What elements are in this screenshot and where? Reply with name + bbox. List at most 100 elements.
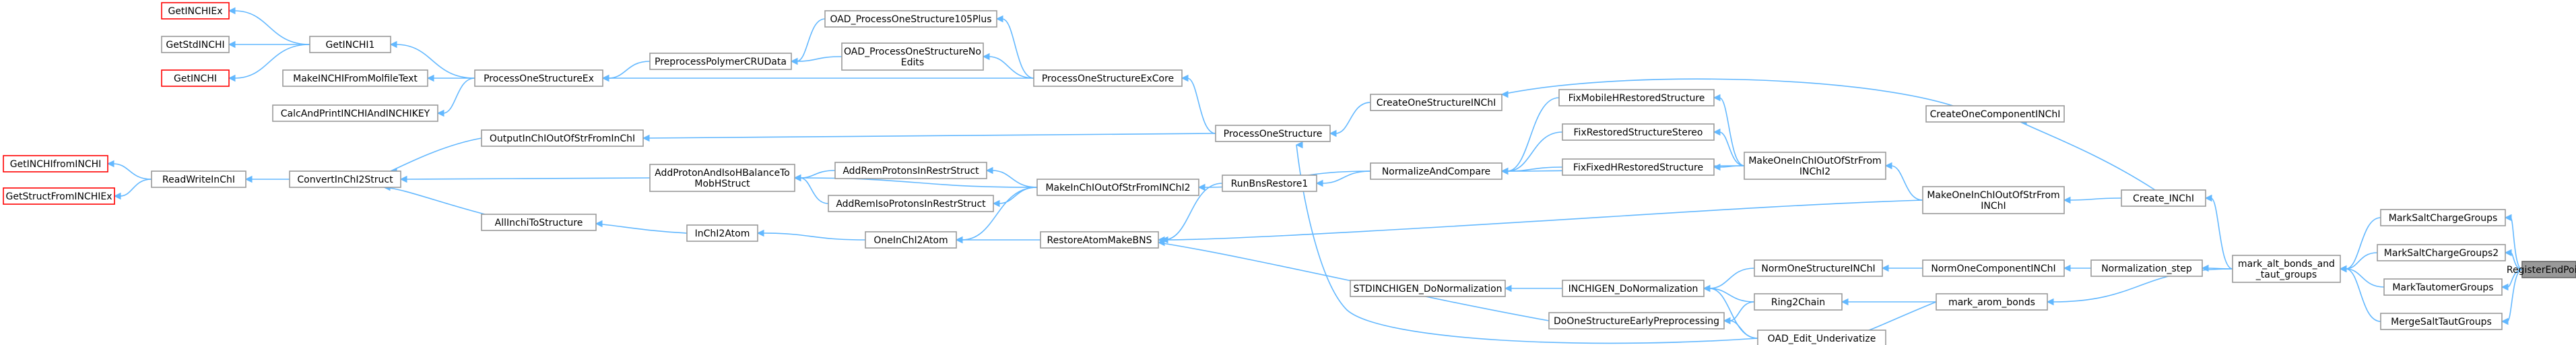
node-box[interactable] <box>2521 261 2576 278</box>
node-box[interactable] <box>474 69 603 87</box>
node-box[interactable] <box>1936 293 2048 311</box>
node-ConvertInChI2Struct[interactable]: ConvertInChI2Struct <box>289 170 401 188</box>
node-box[interactable] <box>1033 69 1183 87</box>
node-ProcessOneStructureExCore[interactable]: ProcessOneStructureExCore <box>1033 69 1183 87</box>
node-FixMobileHRestoredStructure[interactable]: FixMobileHRestoredStructure <box>1558 89 1715 106</box>
node-box[interactable] <box>865 231 957 249</box>
node-CreateOneComponentINChI[interactable]: CreateOneComponentINChI <box>1925 105 2065 123</box>
node-box[interactable] <box>282 69 428 87</box>
node-GetINCHI[interactable]: GetINCHI <box>161 69 230 87</box>
node-box[interactable] <box>1754 259 1883 277</box>
node-box[interactable] <box>289 170 401 188</box>
node-box[interactable] <box>2377 244 2506 261</box>
node-RestoreAtomMakeBNS[interactable]: RestoreAtomMakeBNS <box>1040 231 1159 249</box>
node-CalcAndPrintINCHIAndINCHIKEY[interactable]: CalcAndPrintINCHIAndINCHIKEY <box>272 104 438 122</box>
node-box[interactable] <box>2121 189 2206 207</box>
node-MakeInChIOutOfStrFromINChI2[interactable]: MakeInChIOutOfStrFromINChI2 <box>1036 179 1199 196</box>
node-CreateOneStructureINChI[interactable]: CreateOneStructureINChI <box>1370 94 1502 111</box>
node-box[interactable] <box>2380 209 2506 226</box>
node-STDINCHIGEN_DoNormalization[interactable]: STDINCHIGEN_DoNormalization <box>1350 280 1506 297</box>
node-box[interactable] <box>1922 259 2065 277</box>
node-box[interactable] <box>1350 280 1506 297</box>
node-NormalizeAndCompare[interactable]: NormalizeAndCompare <box>1370 162 1502 180</box>
node-box[interactable] <box>3 187 115 205</box>
node-MarkSaltChargeGroups2[interactable]: MarkSaltChargeGroups2 <box>2377 244 2506 261</box>
node-box[interactable] <box>2232 255 2341 283</box>
node-NormOneStructureINChI[interactable]: NormOneStructureINChI <box>1754 259 1883 277</box>
node-box[interactable] <box>1754 293 1843 311</box>
node-RegisterEndPoints[interactable]: RegisterEndPoints <box>2507 261 2576 278</box>
node-Ring2Chain[interactable]: Ring2Chain <box>1754 293 1843 311</box>
node-box[interactable] <box>824 10 997 28</box>
node-box[interactable] <box>2090 259 2203 277</box>
node-box[interactable] <box>272 104 438 122</box>
node-ReadWriteInChI[interactable]: ReadWriteInChI <box>151 170 246 188</box>
node-FixRestoredStructureStereo[interactable]: FixRestoredStructureStereo <box>1562 123 1715 141</box>
node-OneInChI2Atom[interactable]: OneInChI2Atom <box>865 231 957 249</box>
node-box[interactable] <box>151 170 246 188</box>
node-box[interactable] <box>841 42 984 71</box>
node-AddRemIsoProtonsInRestrStruct[interactable]: AddRemIsoProtonsInRestrStruct <box>828 195 994 212</box>
node-INCHIGEN_DoNormalization[interactable]: INCHIGEN_DoNormalization <box>1562 280 1705 297</box>
node-RunBnsRestore1[interactable]: RunBnsRestore1 <box>1222 175 1317 192</box>
node-MarkTautomerGroups[interactable]: MarkTautomerGroups <box>2383 278 2503 296</box>
node-box[interactable] <box>1040 231 1159 249</box>
node-mark_arom_bonds[interactable]: mark_arom_bonds <box>1936 293 2048 311</box>
node-box[interactable] <box>161 69 230 87</box>
node-box[interactable] <box>2380 313 2503 330</box>
node-box[interactable] <box>1370 94 1502 111</box>
node-box[interactable] <box>1757 330 1886 345</box>
node-ProcessOneStructure[interactable]: ProcessOneStructure <box>1215 125 1331 142</box>
node-box[interactable] <box>161 2 230 20</box>
node-box[interactable] <box>1562 158 1715 176</box>
node-box[interactable] <box>1558 89 1715 106</box>
node-PreprocessPolymerCRUData[interactable]: PreprocessPolymerCRUData <box>649 53 792 70</box>
node-box[interactable] <box>481 129 644 147</box>
node-box[interactable] <box>2383 278 2503 296</box>
node-OAD_ProcessOneStructure105Plus[interactable]: OAD_ProcessOneStructure105Plus <box>824 10 997 28</box>
node-InChI2Atom[interactable]: InChI2Atom <box>686 224 758 242</box>
node-NormOneComponentINChI[interactable]: NormOneComponentINChI <box>1922 259 2065 277</box>
node-GetINCHIEx[interactable]: GetINCHIEx <box>161 2 230 20</box>
node-AddRemProtonsInRestrStruct[interactable]: AddRemProtonsInRestrStruct <box>834 162 987 179</box>
node-box[interactable] <box>686 224 758 242</box>
node-box[interactable] <box>1562 280 1705 297</box>
node-GetINCHIfromINCHI[interactable]: GetINCHIfromINCHI <box>3 155 108 172</box>
node-box[interactable] <box>834 162 987 179</box>
node-box[interactable] <box>1215 125 1331 142</box>
node-MergeSaltTautGroups[interactable]: MergeSaltTautGroups <box>2380 313 2503 330</box>
node-GetStructFromINCHIEx[interactable]: GetStructFromINCHIEx <box>3 187 115 205</box>
node-Normalization_step[interactable]: Normalization_step <box>2090 259 2203 277</box>
node-GetStdINCHI[interactable]: GetStdINCHI <box>161 36 230 53</box>
node-FixFixedHRestoredStructure[interactable]: FixFixedHRestoredStructure <box>1562 158 1715 176</box>
node-AllInchiToStructure[interactable]: AllInchiToStructure <box>481 214 597 231</box>
node-MakeINCHIFromMolfileText[interactable]: MakeINCHIFromMolfileText <box>282 69 428 87</box>
node-box[interactable] <box>1036 179 1199 196</box>
node-ProcessOneStructureEx[interactable]: ProcessOneStructureEx <box>474 69 603 87</box>
node-mark_alt_bonds_and_taut_groups[interactable]: mark_alt_bonds_and_taut_groups <box>2232 255 2341 283</box>
node-Create_INChI[interactable]: Create_INChI <box>2121 189 2206 207</box>
node-OutputInChIOutOfStrFromInChI[interactable]: OutputInChIOutOfStrFromInChI <box>481 129 644 147</box>
node-box[interactable] <box>309 36 391 53</box>
node-box[interactable] <box>1922 186 2065 214</box>
node-DoOneStructureEarlyPreprocessing[interactable]: DoOneStructureEarlyPreprocessing <box>1548 312 1725 330</box>
node-GetINCHI1[interactable]: GetINCHI1 <box>309 36 391 53</box>
node-MarkSaltChargeGroups[interactable]: MarkSaltChargeGroups <box>2380 209 2506 226</box>
node-box[interactable] <box>649 164 795 192</box>
node-box[interactable] <box>1744 152 1886 180</box>
node-box[interactable] <box>1370 162 1502 180</box>
node-box[interactable] <box>1562 123 1715 141</box>
node-box[interactable] <box>649 53 792 70</box>
node-box[interactable] <box>161 36 230 53</box>
node-box[interactable] <box>828 195 994 212</box>
node-box[interactable] <box>1222 175 1317 192</box>
node-box[interactable] <box>3 155 108 172</box>
node-box[interactable] <box>1925 105 2065 123</box>
node-box[interactable] <box>481 214 597 231</box>
node-box[interactable] <box>1548 312 1725 330</box>
node-OAD_Edit_Underivatize[interactable]: OAD_Edit_Underivatize <box>1757 330 1886 345</box>
